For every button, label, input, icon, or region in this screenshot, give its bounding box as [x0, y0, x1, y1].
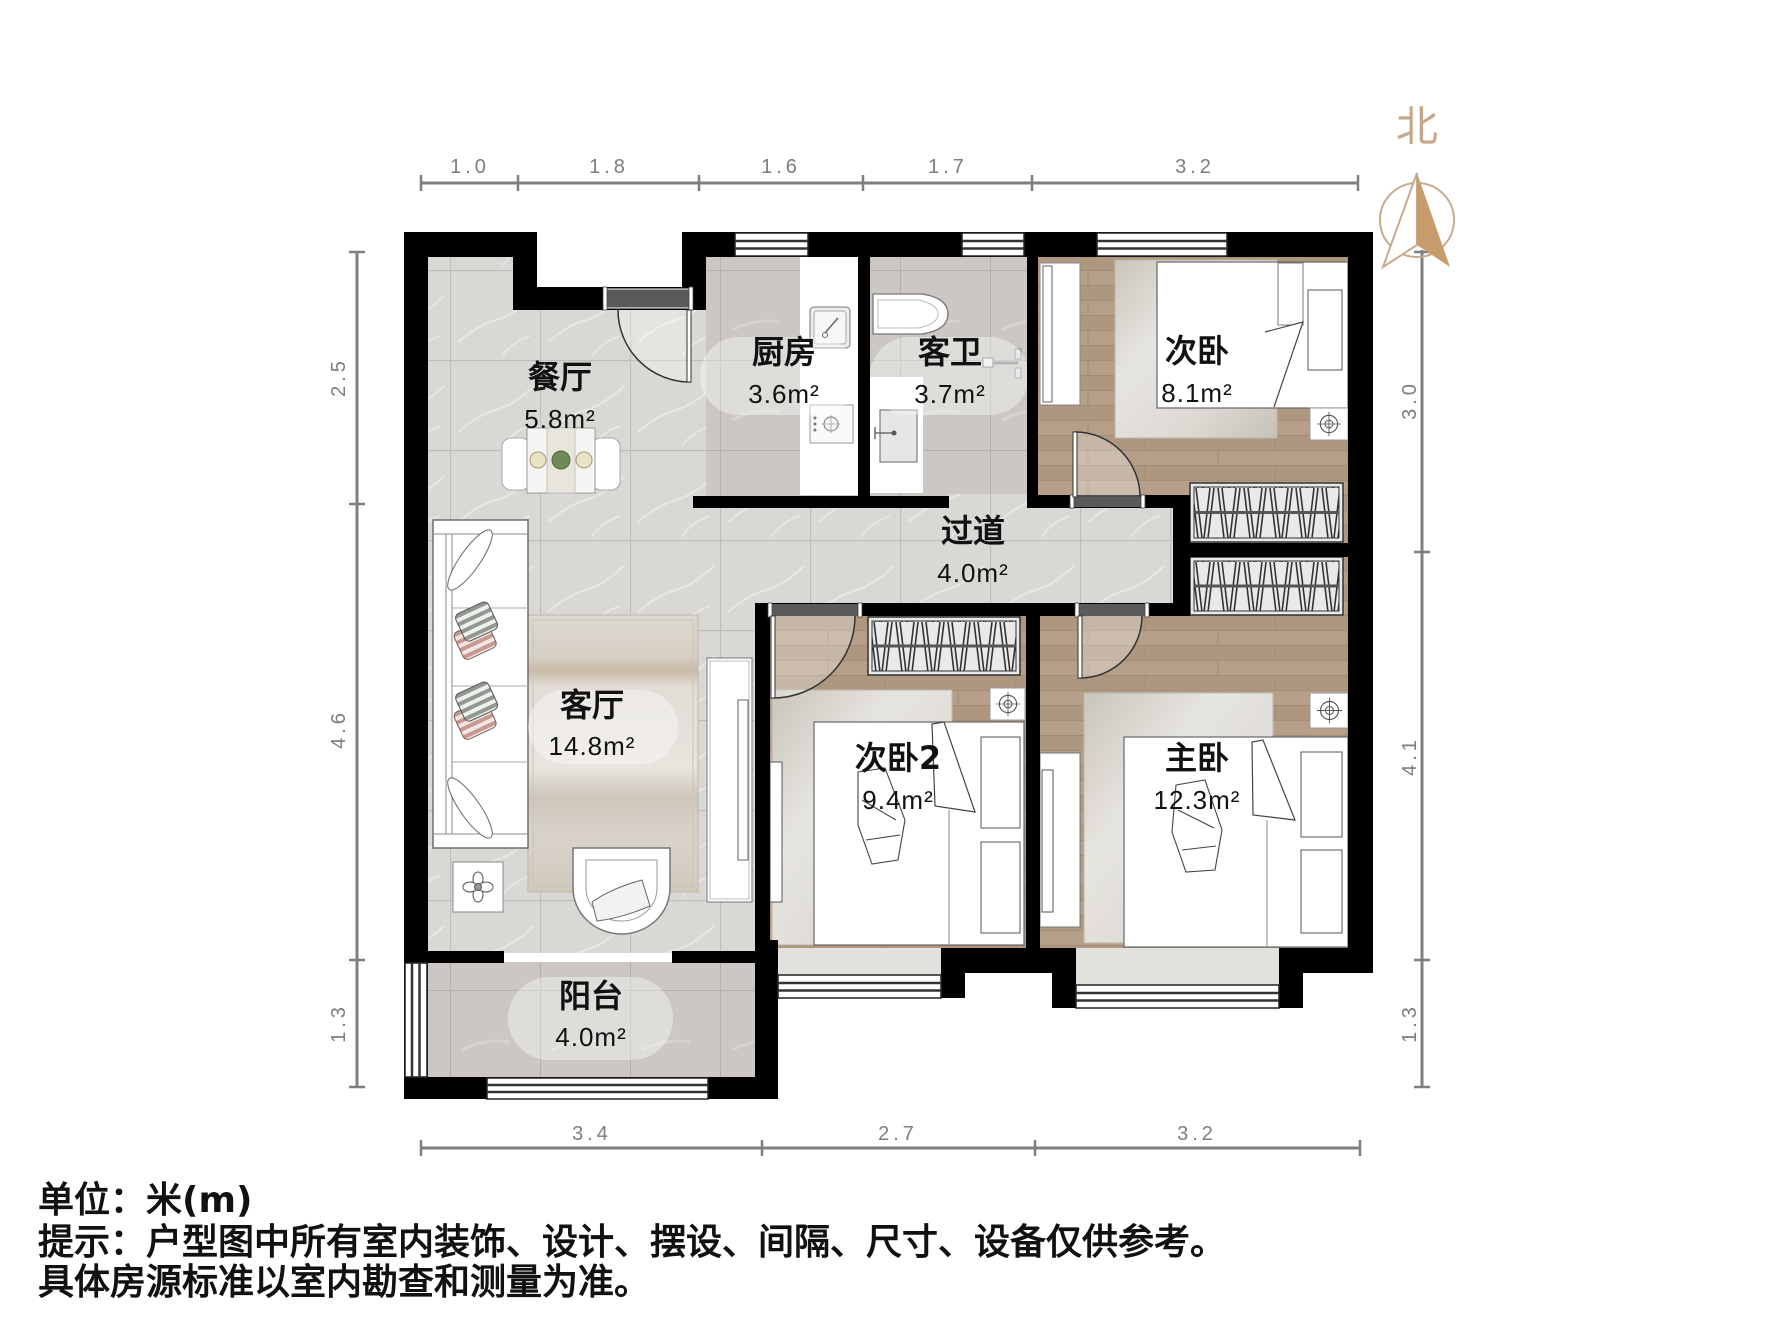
dining-floor: [428, 257, 514, 312]
north-arrow-icon: [1379, 172, 1455, 270]
armchair: [572, 847, 671, 935]
room-name: 过道: [940, 512, 1006, 550]
dimension-label: 4.6: [328, 709, 350, 749]
sink-icon: [809, 306, 851, 349]
room-name: 主卧: [1164, 739, 1230, 777]
wall-tv-panel: [769, 761, 783, 903]
tv-cabinet-master: [1039, 752, 1081, 928]
window-balcony-west: [404, 962, 428, 1078]
disclaimer-note: 提示：户型图中所有室内装饰、设计、摆设、间隔、尺寸、设备仅供参考。: [38, 1222, 1227, 1263]
room-name: 客卫: [917, 333, 983, 371]
dimension-label: 1.0: [450, 156, 490, 178]
dimension-label: 1.7: [928, 156, 968, 178]
living-rug: [527, 614, 699, 893]
dimension-line-right: [1414, 250, 1430, 1089]
bed: [1123, 736, 1349, 948]
dimension-label: 1.3: [1399, 1003, 1421, 1043]
furniture: [432, 257, 1349, 948]
dimension-label: 3.0: [1399, 380, 1421, 420]
room-name: 次卧: [1164, 332, 1230, 370]
door-entrance-dining: [602, 286, 694, 383]
room-name: 阳台: [558, 977, 624, 1015]
unit-note: 单位：米(m): [38, 1180, 253, 1221]
tv-cabinet-living: [706, 657, 753, 903]
wardrobe-master-bedroom: [1189, 556, 1344, 616]
window-balcony-south: [486, 1077, 709, 1100]
room-area: 4.0m²: [555, 1022, 627, 1052]
dimension-label: 4.1: [1399, 736, 1421, 776]
room-area: 3.7m²: [914, 379, 986, 409]
nightstand: [989, 687, 1026, 721]
dimension-label: 3.4: [572, 1123, 612, 1145]
flower-icon: [462, 871, 494, 903]
nightstand: [1309, 692, 1349, 729]
bed: [1156, 261, 1349, 409]
bed: [813, 721, 1025, 946]
bay-window-sill-master: [1076, 948, 1279, 986]
dimension-label: 2.5: [328, 357, 350, 397]
kitchen-label-backdrop: [700, 337, 857, 415]
windows: [404, 232, 1280, 1100]
striped-cushion: [453, 601, 499, 660]
room-name: 次卧2: [854, 739, 942, 777]
balcony-label-backdrop: [508, 977, 673, 1060]
room-area: 4.0m²: [937, 558, 1009, 588]
toilet-icon: [872, 293, 949, 335]
room-name: 餐厅: [527, 358, 593, 396]
standard-note: 具体房源标准以室内勘查和测量为准。: [38, 1262, 651, 1303]
side-table: [452, 861, 504, 913]
bay-window-sill-bedroom-2: [778, 948, 941, 976]
room-area: 5.8m²: [524, 404, 596, 434]
room-area: 14.8m²: [548, 731, 636, 761]
dimension-label: 1.8: [589, 156, 629, 178]
room-area: 3.6m²: [748, 379, 820, 409]
room-area: 8.1m²: [1161, 378, 1233, 408]
room-area: 9.4m²: [862, 785, 934, 815]
desk-cabinet: [1039, 262, 1081, 406]
doors: [602, 286, 1150, 699]
label-backdrops: [508, 337, 1029, 1060]
dimension-lines: [349, 175, 1430, 1156]
balcony-floor: [427, 962, 757, 1078]
window-master-bedroom: [1075, 984, 1280, 1009]
hallway-floor: [755, 505, 1175, 605]
stove-icon: [809, 404, 854, 444]
bathroom-vanity: [870, 377, 923, 493]
dimension-label: 1.3: [328, 1003, 350, 1043]
dimension-label: 1.6: [761, 156, 801, 178]
door-second-bedroom: [1069, 431, 1146, 509]
nightstand: [1309, 407, 1349, 441]
dimension-label: 3.2: [1177, 1123, 1217, 1145]
dimension-line-bottom: [419, 1140, 1362, 1156]
dining-table: [501, 427, 621, 494]
room-name: 客厅: [559, 686, 625, 724]
door-master-bedroom: [1074, 602, 1150, 679]
striped-cushion: [453, 681, 499, 740]
window-bathroom: [961, 232, 1025, 257]
room-name: 厨房: [751, 333, 817, 371]
dimension-label: 3.2: [1175, 156, 1215, 178]
sofa: [432, 519, 529, 849]
dimension-line-top: [419, 175, 1360, 191]
living-label-backdrop: [528, 690, 678, 764]
dimension-line-left: [349, 250, 365, 1089]
kitchen-counter: [800, 257, 858, 495]
window-bedroom-2: [777, 974, 942, 999]
dimension-label: 2.7: [878, 1123, 918, 1145]
shower-head-icon: [982, 348, 1022, 379]
compass-north-label: 北: [1395, 102, 1439, 151]
window-kitchen: [734, 232, 809, 257]
bath-label-backdrop: [870, 337, 1029, 415]
bathroom-doorway-floor: [949, 494, 1027, 508]
door-second-bedroom-2: [767, 602, 863, 699]
window-second-bedroom: [1096, 232, 1228, 257]
wardrobe-second-bedroom-2: [867, 616, 1021, 676]
wardrobe-second-bedroom: [1189, 482, 1344, 543]
room-area: 12.3m²: [1153, 785, 1241, 815]
